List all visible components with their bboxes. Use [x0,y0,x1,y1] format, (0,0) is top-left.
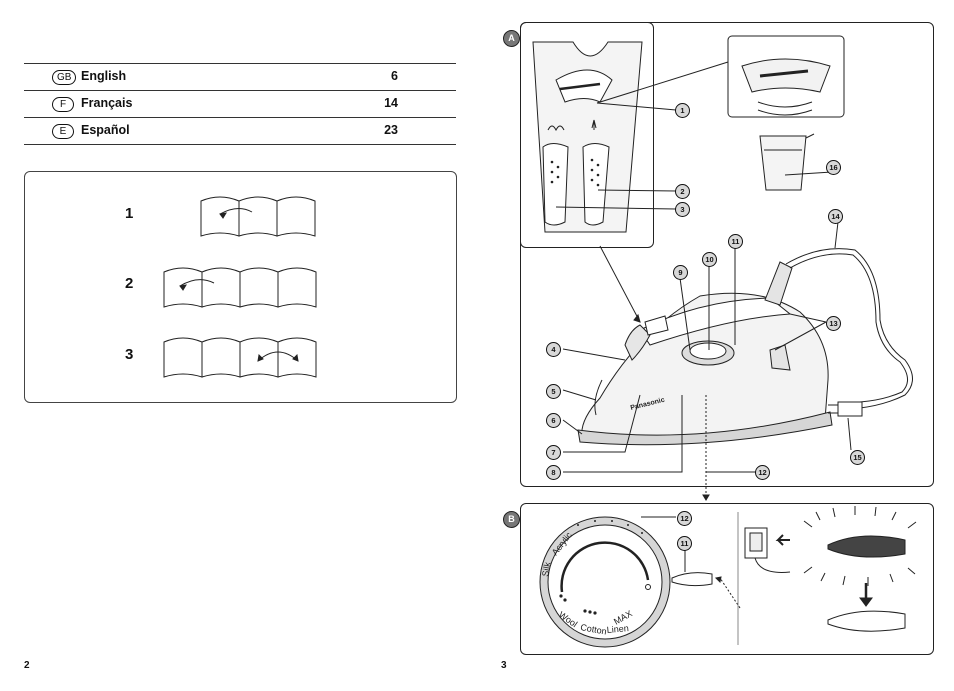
callout-15: 15 [850,450,865,465]
control-panel-inset [520,22,654,248]
section-a-label: A [503,30,520,47]
power-cord-drawing [785,248,913,417]
step-number: 1 [125,205,134,222]
callout-13: 13 [826,316,841,331]
callout-b-11: 11 [677,536,692,551]
callout-7: 7 [546,445,561,460]
toc-row-francais[interactable]: F Français 14 [24,91,456,118]
language-name: Español [81,123,130,137]
toc-row-espanol[interactable]: E Español 23 [24,118,456,145]
steam-iron-drawing [577,261,833,446]
section-a-frame [520,22,934,487]
booklet-instructions-box [24,171,457,403]
callout-6: 6 [546,413,561,428]
callout-16: 16 [826,160,841,175]
language-name: English [81,69,127,83]
page-number: 23 [384,123,398,137]
toc-top-rule [24,63,456,64]
booklet-step-3-icon [163,337,317,378]
right-page-number: 3 [501,660,507,671]
control-panel-drawing [532,41,643,233]
section-b-label: B [503,511,520,528]
booklet-step-2-icon [163,267,317,308]
left-page-number: 2 [24,660,30,671]
measuring-cup-icon [759,133,815,191]
indicator-off-icon [827,610,906,632]
temperature-dial-drawing [539,516,671,648]
dial-label-silk: Silk [540,561,552,578]
callout-10: 10 [702,252,717,267]
callout-11: 11 [728,234,743,249]
callout-9: 9 [673,265,688,280]
indicator-lit-icon [803,506,917,586]
country-badge: E [52,124,74,139]
page-number: 14 [384,96,398,110]
step-number: 2 [125,275,134,292]
language-name: Français [81,96,133,110]
callout-4: 4 [546,342,561,357]
callout-12: 12 [755,465,770,480]
dial-label-cotton: Cotton [580,622,608,636]
step-number: 3 [125,346,134,363]
callout-8: 8 [546,465,561,480]
page-number: 6 [391,69,398,83]
section-b-frame [520,503,934,655]
booklet-step-1-icon [200,196,316,237]
dial-label-linen: Linen [606,623,629,635]
country-badge: F [52,97,74,112]
wall-socket-icon [744,527,791,573]
callout-b-12: 12 [677,511,692,526]
country-badge: GB [52,70,77,85]
toc-row-english[interactable]: GB English 6 [24,64,456,91]
callout-2: 2 [675,184,690,199]
callout-14: 14 [828,209,843,224]
indicator-lamp-small [671,572,713,587]
callout-3: 3 [675,202,690,217]
callout-1: 1 [675,103,690,118]
callout-5: 5 [546,384,561,399]
